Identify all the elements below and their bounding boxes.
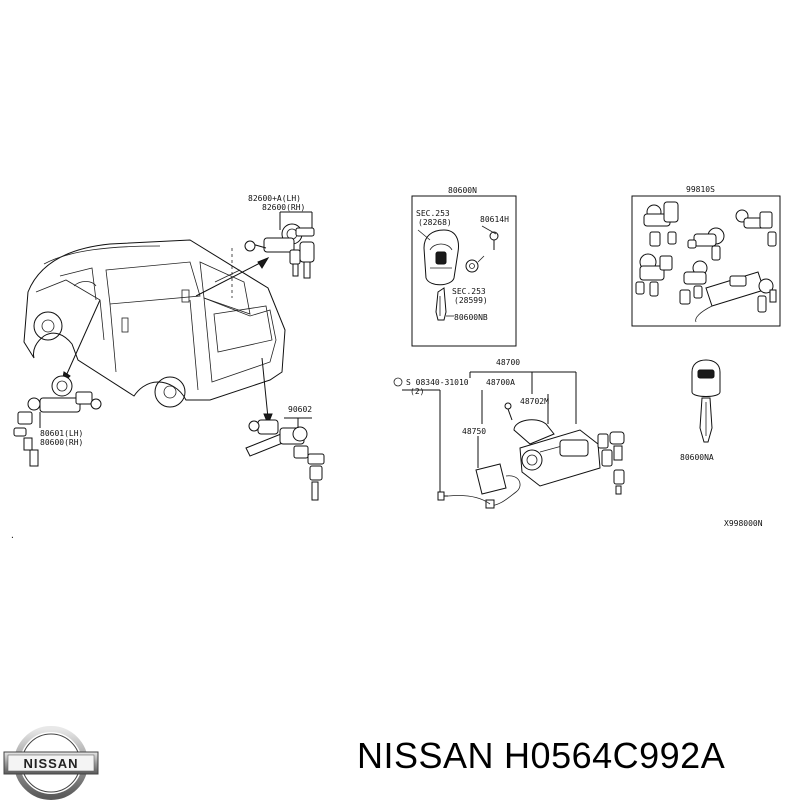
callout-ignition-assy: 48700 <box>496 358 520 367</box>
callout-back-door-lock: 90602 <box>288 405 312 414</box>
callout-sec253-a-line1: SEC.253 <box>416 209 450 218</box>
ignition-assembly-part <box>437 402 625 509</box>
callout-front-lock-rh: 80600(RH) <box>40 438 83 447</box>
back-door-lock-part <box>245 417 325 501</box>
callout-key-set: 80600N <box>448 186 477 195</box>
callout-front-lock-lh: 80601(LH) <box>40 429 83 438</box>
callout-sec253-b-line2: (28599) <box>454 296 488 305</box>
bolt-symbol-icon <box>393 377 403 387</box>
nissan-logo: NISSAN <box>3 726 99 800</box>
key-set-box <box>411 195 517 347</box>
caption-part-number: H0564C992A <box>504 735 726 776</box>
callout-ignition-part-a: 48700A <box>486 378 515 387</box>
key-blank-part <box>691 359 721 443</box>
rear-door-lock-part <box>244 211 315 279</box>
callout-lock-kit: 99810S <box>686 185 715 194</box>
lock-kit-parts <box>635 201 777 323</box>
front-door-lock-part <box>13 375 102 467</box>
callout-rear-lock-rh: 82600(RH) <box>262 203 305 212</box>
caption-brand: NISSAN <box>357 735 495 776</box>
ignition-bracket-lines <box>402 371 577 497</box>
callout-ignition-part-m: 48702M <box>520 397 549 406</box>
dot-mark: · <box>10 533 15 542</box>
callout-ignition-switch: 48750 <box>462 427 486 436</box>
callout-sec253-a-line2: (28268) <box>418 218 452 227</box>
callout-key-blank-inner: 80600NB <box>454 313 488 322</box>
callout-key-blank: 80600NA <box>680 453 714 462</box>
callout-bolt-code: S 08340-31010 <box>406 378 469 387</box>
diagram-reference: X998000N <box>724 519 763 528</box>
logo-text: NISSAN <box>23 756 78 771</box>
callout-bolt-qty: (2) <box>410 387 424 396</box>
callout-sec253-b-line1: SEC.253 <box>452 287 486 296</box>
lock-kit-box <box>631 195 781 327</box>
callout-screw: 80614H <box>480 215 509 224</box>
callout-rear-lock-lh: 82600+A(LH) <box>248 194 301 203</box>
remote-key-part <box>417 225 499 321</box>
